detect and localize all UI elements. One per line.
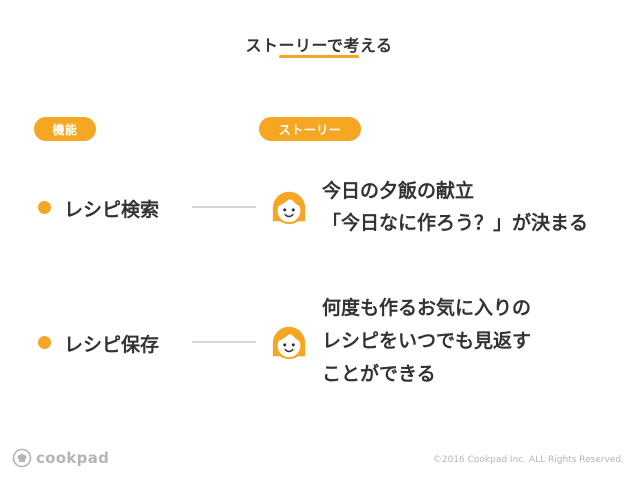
story-line: 何度も作るお気に入りの	[322, 297, 532, 319]
cookpad-logo: cookpad	[12, 448, 109, 468]
story-line: ことができる	[322, 363, 436, 385]
feature-label: レシピ検索	[64, 199, 160, 221]
connector-line	[192, 341, 256, 343]
title-underline	[279, 55, 359, 58]
story-line: 今日の夕飯の献立	[322, 180, 475, 202]
copyright-text: ©2016 Cookpad Inc. ALL Rights Reserved.	[432, 455, 624, 465]
bullet-dot	[38, 201, 51, 214]
story-column-label: ストーリー	[259, 117, 361, 141]
feature-column-label: 機能	[34, 117, 96, 141]
cookpad-chef-icon	[12, 448, 32, 468]
woman-face-icon	[272, 191, 306, 225]
feature-label: レシピ保存	[64, 334, 160, 356]
connector-line	[192, 206, 256, 208]
logo-text: cookpad	[36, 449, 110, 467]
story-line: 「今日なに作ろう？」が決まる	[322, 212, 589, 234]
story-line: レシピをいつでも見返す	[322, 330, 532, 352]
woman-face-icon	[272, 326, 306, 360]
slide-title: ストーリーで考える	[245, 36, 393, 55]
bullet-dot	[38, 336, 51, 349]
